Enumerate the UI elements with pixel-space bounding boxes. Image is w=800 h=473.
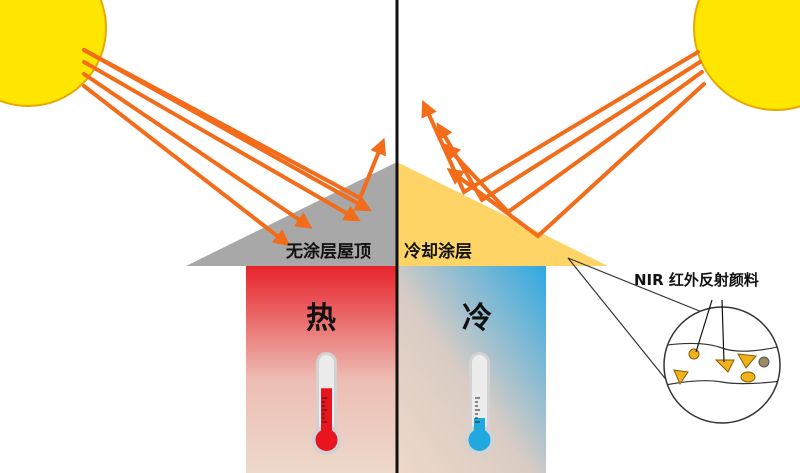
magnifier-circle	[663, 299, 781, 424]
hot-label: 热	[306, 301, 336, 336]
incoming-rays-left	[82, 48, 386, 247]
cold-label: 冷	[462, 301, 492, 336]
cool-coating-label: 冷却涂层	[404, 241, 472, 262]
coated-roof	[397, 162, 608, 266]
sun-right-icon	[693, 0, 800, 111]
pigment-label: NIR 红外反射颜料	[634, 271, 759, 289]
magnifier-callout-lines	[567, 257, 703, 383]
thermometer-hot-icon	[311, 352, 342, 455]
thermometer-cold-icon	[464, 352, 495, 455]
sun-left-icon	[0, 0, 107, 107]
reflected-rays-right	[421, 50, 706, 239]
uncoated-roof-label: 无涂层屋顶	[285, 241, 371, 262]
